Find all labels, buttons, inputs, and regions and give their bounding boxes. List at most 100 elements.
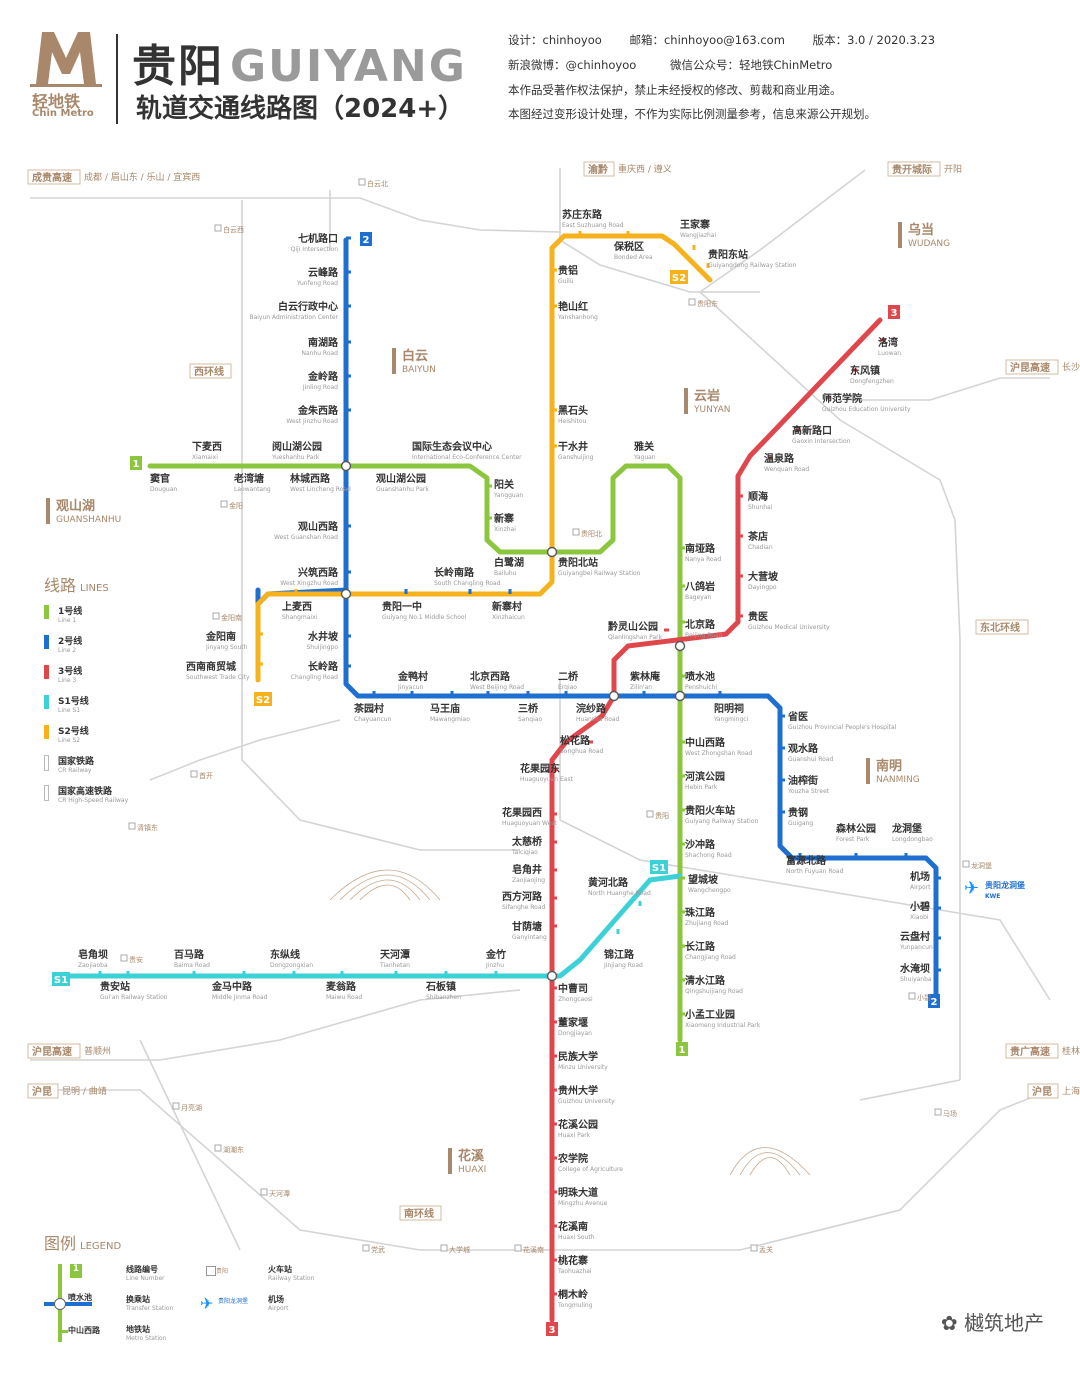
line3-station-16 — [552, 896, 557, 900]
rail-station-label-11: 天河潭 — [269, 1189, 290, 1198]
district-bar-3 — [46, 498, 50, 524]
rail-label-5: 东北环线 — [980, 621, 1020, 634]
lines2-station-10-label: 西南商贸城 — [186, 660, 236, 673]
lines2-station-8-label: 上麦西 — [282, 600, 312, 613]
rail-label-dest-3: 长沙 / 杭州 / 上海虹桥 — [1062, 361, 1080, 373]
rail-station-icon-10 — [214, 1144, 222, 1152]
line2-station-12-label-en: Changling Road — [291, 674, 338, 681]
district-name-en-2: WUDANG — [908, 239, 950, 249]
line1-station-5 — [400, 464, 405, 468]
line1-station-8-label: 新寨 — [494, 512, 514, 525]
lines1-station-9 — [616, 929, 620, 934]
line2-station-26-label-en: Forest Park — [836, 836, 870, 843]
line2-station-1-label: 云峰路 — [308, 266, 339, 279]
district-bar-5 — [448, 1148, 452, 1174]
line2-station-18-label-en: Erqiao — [558, 684, 577, 691]
line2-station-14-label: 金鸭村 — [397, 670, 428, 683]
line1-station-0-label-en: Douguan — [150, 486, 177, 493]
line2-station-9-label-en: South Changling Road — [434, 580, 501, 587]
line2-station-24 — [780, 810, 785, 814]
rail-station-icon-16 — [934, 1108, 942, 1116]
line3-station-2-label-en: Guizhou Education University — [822, 406, 911, 413]
line3-station-18 — [552, 986, 557, 990]
lines2-station-0-label-en: East Suzhuang Road — [562, 222, 624, 229]
rail-label-8: 沪昆 — [32, 1085, 52, 1098]
line3-station-0 — [880, 338, 885, 342]
line1-station-19-label-en: Shachong Road — [685, 852, 732, 859]
brand-name-en: Chin Metro — [32, 108, 94, 119]
line2-station-6-label: 观山西路 — [298, 520, 339, 533]
line-s2-path — [255, 233, 713, 683]
line3-station-18-label-en: Zhongcaosi — [558, 996, 593, 1003]
line1-station-6-label-en: International Eco-Conference Center — [412, 454, 522, 461]
line2-station-27-label-en: Longdongbao — [892, 836, 933, 843]
wechat-icon: ✿ — [940, 1311, 958, 1335]
rail-label-dest-0: 成都 / 眉山东 / 乐山 / 宜宾西 — [84, 171, 200, 183]
line2-station-15-label-en: Mawangmiao — [430, 716, 470, 723]
line3-station-5-label: 顺海 — [748, 490, 768, 503]
line3-station-20-label: 民族大学 — [558, 1050, 598, 1063]
district-name-en-3: GUANSHANHU — [56, 515, 121, 525]
lines-legend-swatch-0 — [44, 605, 49, 619]
line1-station-23 — [680, 978, 685, 982]
metro-m-logo-icon — [30, 32, 102, 87]
rail-label-dest-8: 昆明 / 曲靖 — [62, 1085, 107, 1097]
line-number-badge-0 — [130, 456, 142, 470]
line1-station-24-label: 小孟工业园 — [684, 1008, 735, 1021]
line2-station-30-label: 云盘村 — [900, 930, 930, 943]
line-number-badge-text-0: 1 — [133, 459, 140, 470]
district-name-0: 白云 — [402, 348, 428, 364]
meta-copyright: 本作品受著作权法保护，禁止未经授权的修改、剪裁和商业用途。 — [508, 83, 842, 97]
line2-station-15 — [450, 691, 454, 696]
line2-station-27-label: 龙洞堡 — [891, 822, 922, 835]
rail-station-label-17: 龙洞堡 — [971, 861, 992, 870]
line-number-badge-text-4: 3 — [891, 308, 898, 319]
lines1-station-1-label-en: Gui'an Railway Station — [100, 994, 168, 1001]
lines2-station-6-label-en: Heishitou — [558, 418, 586, 425]
district-name-4: 南明 — [876, 758, 902, 774]
line2-station-4-label-en: Jinling Road — [302, 384, 338, 391]
district-name-2: 乌当 — [908, 222, 934, 238]
legend-title-cn: 图例 — [44, 1234, 77, 1253]
line3-station-10 — [604, 706, 609, 710]
line1-station-16-label-en: West Zhongshan Road — [685, 750, 752, 757]
line2-station-20-label-en: Yangmingci — [713, 716, 749, 723]
line3-station-9-label-en: Qianlingshan Park — [608, 634, 663, 641]
line3-station-0-label-en: Luowan — [878, 350, 901, 357]
line2-station-8 — [404, 589, 408, 594]
district-bar-4 — [866, 758, 870, 784]
line3-station-19-label: 董家堰 — [558, 1016, 588, 1029]
lines2-station-1 — [626, 231, 630, 236]
lines2-station-2-label-en: Wangjiazhai — [680, 232, 716, 239]
line3-station-11-label: 松花路 — [560, 734, 591, 747]
line2-station-3-label-en: Nanhu Road — [301, 350, 338, 357]
line1-station-10-label: 贵阳北站 — [558, 556, 598, 569]
line1-station-0-label: 窦官 — [150, 472, 170, 485]
line2-station-6-label-en: West Guanshan Road — [274, 534, 338, 541]
line1-station-23-label-en: Qingshuijiang Road — [685, 988, 743, 995]
lines1-station-2-label-en: Baima Road — [174, 962, 210, 969]
lines1-station-9-label-en: Jinjiang Road — [603, 962, 643, 969]
lines2-station-10 — [258, 662, 263, 666]
line3-station-10-label-en: Huansha Road — [576, 716, 620, 723]
rail-label-box-9 — [1027, 1083, 1059, 1099]
line2-station-5-label: 金朱西路 — [297, 404, 339, 417]
rail-tianhetan-branch — [139, 1039, 241, 1251]
line2-station-8-label: 贵阳一中 — [382, 600, 422, 613]
line2-station-31-label-en: Shuiyanba — [900, 976, 932, 983]
rail-label-box-6 — [27, 1043, 81, 1059]
line3-station-27-label-en: Tongmuling — [557, 1302, 593, 1309]
lines1-station-0-label: 皂角坝 — [78, 948, 108, 961]
lines2-station-4-label: 贵铝 — [558, 264, 578, 277]
lines-legend-swatch-1 — [44, 635, 49, 649]
lines1-station-8-label-en: Jinzhu — [485, 962, 504, 969]
line1-station-13-label: 八鸽岩 — [684, 580, 715, 593]
lines1-station-8 — [494, 971, 498, 976]
